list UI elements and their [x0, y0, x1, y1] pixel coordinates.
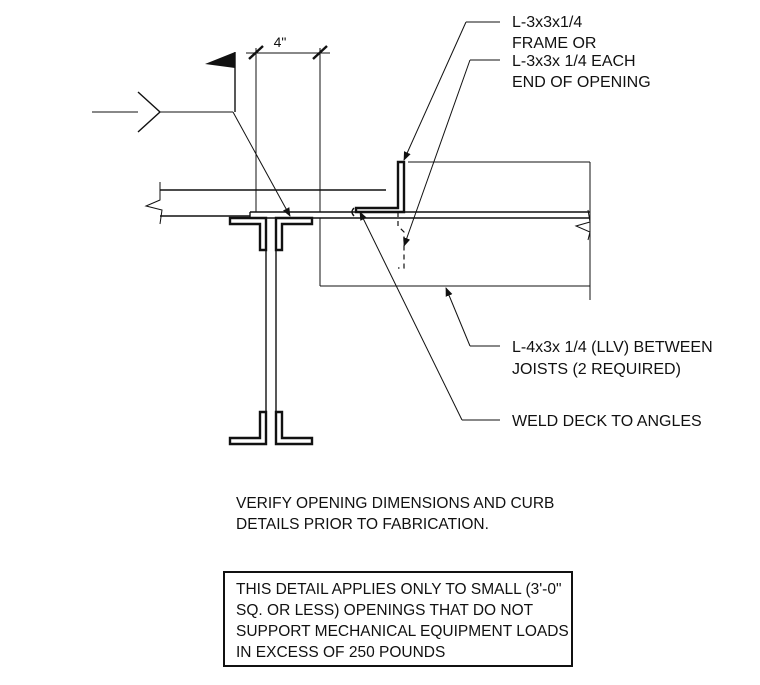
callout-frame-angle-line2: FRAME OR	[512, 35, 596, 52]
callout-frame-angle-line1: L-3x3x1/4	[512, 14, 582, 31]
roof-deck	[144, 161, 591, 300]
callout-weld-line1: WELD DECK TO ANGLES	[512, 413, 702, 430]
callout-end-angle-line2: END OF OPENING	[512, 74, 651, 91]
callout-llv-angle-line1: L-4x3x 1/4 (LLV) BETWEEN	[512, 339, 713, 356]
leader-lines	[359, 21, 500, 421]
callout-end-angle-line1: L-3x3x 1/4 EACH	[512, 53, 636, 70]
section-cut-marker	[92, 52, 291, 217]
weld-flag-icon	[205, 52, 235, 68]
callout-weld: WELD DECK TO ANGLES	[512, 413, 702, 430]
applicability-line4: IN EXCESS OF 250 POUNDS	[236, 644, 445, 661]
dimension-label: 4"	[274, 34, 287, 50]
callout-llv-angle-line2: JOISTS (2 REQUIRED)	[512, 361, 681, 378]
verify-note-line2: DETAILS PRIOR TO FABRICATION.	[236, 516, 489, 533]
verify-note: VERIFY OPENING DIMENSIONS AND CURB DETAI…	[236, 495, 554, 533]
applicability-line1: THIS DETAIL APPLIES ONLY TO SMALL (3'-0"	[236, 581, 561, 598]
joist-section	[228, 216, 314, 446]
applicability-box: THIS DETAIL APPLIES ONLY TO SMALL (3'-0"…	[223, 571, 573, 667]
callout-end-angle: L-3x3x 1/4 EACH END OF OPENING	[512, 53, 651, 91]
verify-note-line1: VERIFY OPENING DIMENSIONS AND CURB	[236, 495, 554, 512]
callout-frame-angle: L-3x3x1/4 FRAME OR	[512, 14, 596, 52]
dimension-4in: 4"	[246, 34, 330, 212]
applicability-line3: SUPPORT MECHANICAL EQUIPMENT LOADS	[236, 623, 569, 640]
frame-angle	[351, 160, 406, 269]
callout-llv-angle: L-4x3x 1/4 (LLV) BETWEEN JOISTS (2 REQUI…	[512, 339, 713, 378]
applicability-line2: SQ. OR LESS) OPENINGS THAT DO NOT	[236, 602, 534, 619]
